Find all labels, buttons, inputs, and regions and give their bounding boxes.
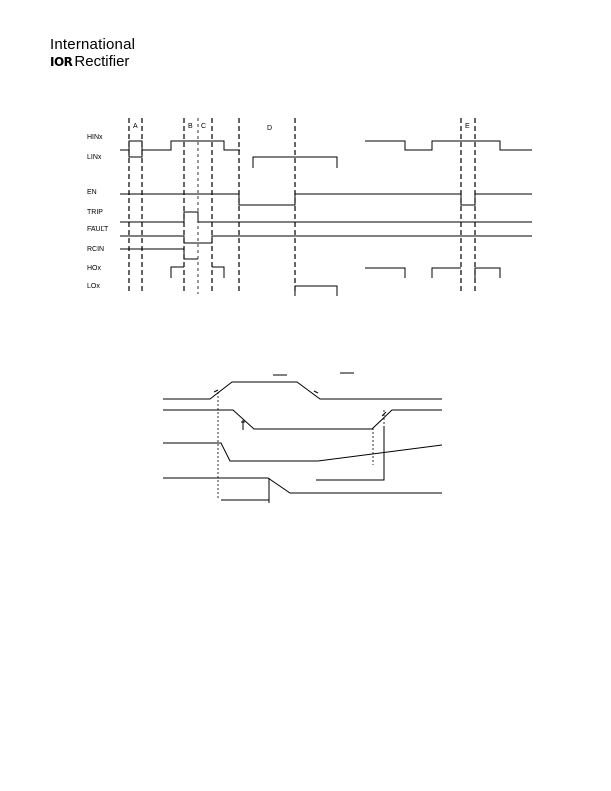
period-label-d: D (267, 125, 272, 132)
bottom-trace-4 (163, 477, 442, 494)
period-label-b: B (188, 123, 193, 130)
hinx-waveform (120, 140, 240, 151)
period-label-a: A (133, 123, 138, 130)
signal-label-hox: HOx (87, 265, 102, 272)
fault-waveform (120, 235, 532, 244)
ior-logo-mark: IOR (50, 55, 73, 69)
hox-waveform (170, 266, 184, 278)
rcin-waveform (120, 248, 198, 260)
period-label-e: E (465, 123, 470, 130)
logo-text-international: International (50, 36, 136, 53)
signal-label-en: EN (87, 189, 97, 196)
en-waveform (120, 193, 532, 206)
signal-label-linx: LINx (87, 154, 102, 161)
company-logo: International IOR Rectifier (50, 36, 135, 71)
lox-waveform (294, 285, 338, 296)
trip-waveform (120, 211, 532, 223)
period-marker-lines (128, 118, 476, 294)
bottom-trace-3 (163, 442, 443, 462)
linx-waveform (120, 149, 143, 158)
period-label-c: C (201, 123, 206, 130)
signal-label-fault: FAULT (87, 226, 109, 233)
signal-label-rcin: RCIN (87, 246, 104, 253)
bottom-trace-2 (163, 409, 442, 430)
bottom-trace-1 (163, 381, 442, 400)
signal-labels: HINx LINx EN TRIP FAULT RCIN HOx LOx (87, 134, 109, 290)
signal-label-lox: LOx (87, 283, 100, 290)
logo-line-2: IOR Rectifier (50, 53, 135, 71)
logo-text-rectifier: Rectifier (74, 53, 130, 70)
signal-label-trip: TRIP (87, 209, 103, 216)
signal-label-hinx: HINx (87, 134, 103, 141)
period-labels: A B C D E (133, 123, 470, 132)
